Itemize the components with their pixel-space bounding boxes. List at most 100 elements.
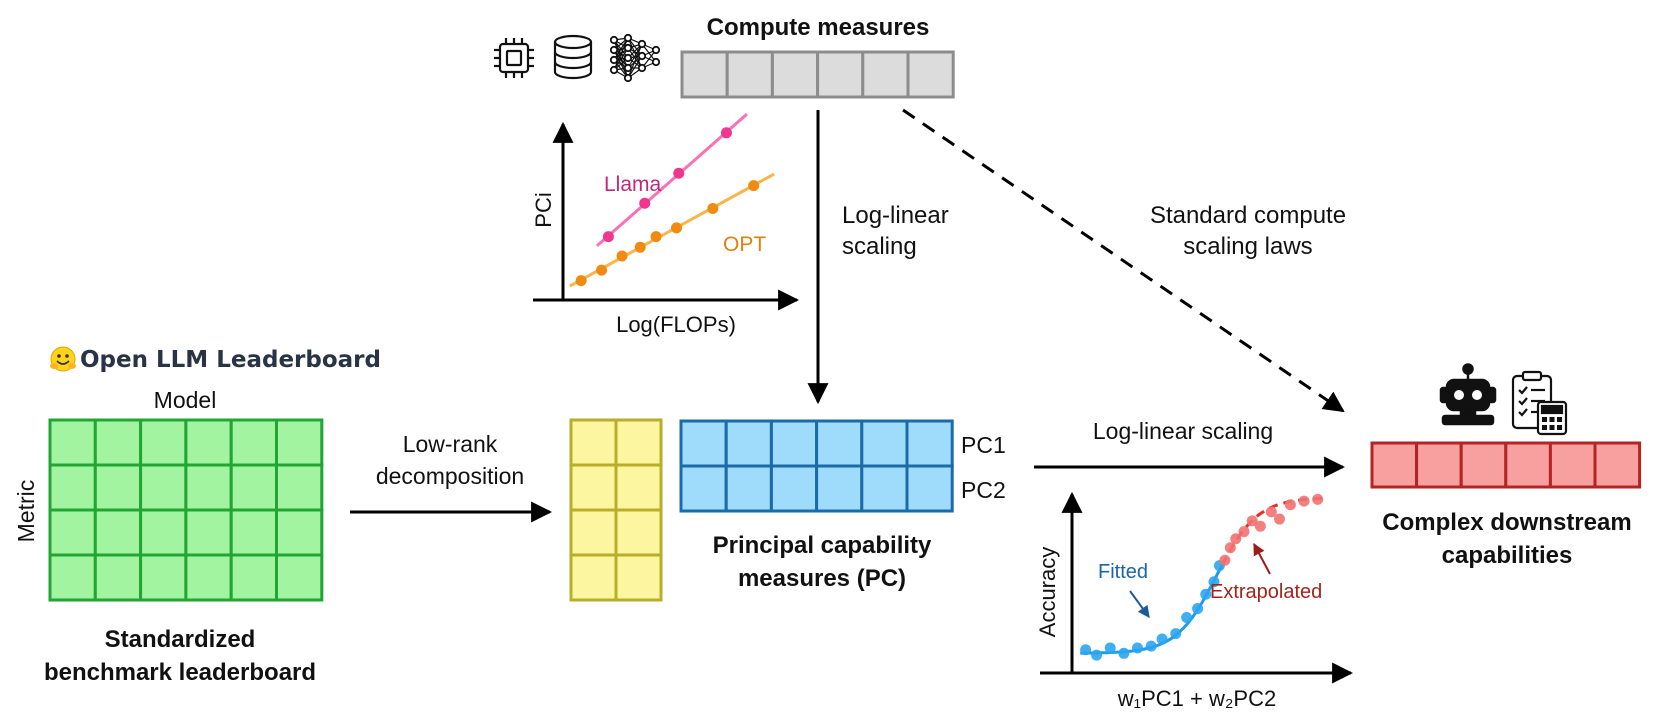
pc-cell xyxy=(724,464,773,513)
leaderboard-brand: Open LLM Leaderboard xyxy=(80,347,381,373)
leaderboard-cell xyxy=(229,553,278,602)
pc-cell xyxy=(679,464,728,513)
chart2-fitted-point xyxy=(1156,633,1168,645)
chart1-legend-llama: Llama xyxy=(604,173,662,196)
compute-bar-cell xyxy=(861,50,910,99)
factor-cell xyxy=(569,553,618,602)
chart2-fitted-point xyxy=(1104,642,1116,654)
leaderboard-cell xyxy=(229,463,278,512)
leaderboard-cell xyxy=(139,553,188,602)
pc-cell xyxy=(815,464,864,513)
chart2-extrapolated-point xyxy=(1284,499,1296,511)
chart2-fitted-point xyxy=(1181,612,1193,624)
chart1-ylabel: PCi xyxy=(531,192,556,227)
leaderboard-cell xyxy=(48,508,97,557)
leaderboard-cell xyxy=(93,508,143,557)
chart1-point xyxy=(707,202,719,214)
log-linear-horizontal-label: Log-linear scaling xyxy=(1093,418,1273,444)
downstream-bar-cell xyxy=(1504,441,1552,489)
leaderboard-cell xyxy=(139,418,188,467)
compute-measures-bar xyxy=(680,50,955,99)
chart1-point xyxy=(634,241,646,253)
downstream-bar-cell xyxy=(1593,441,1642,489)
leaderboard-cell xyxy=(275,553,324,602)
downstream-bar-cell xyxy=(1459,441,1508,489)
chart2-fitted-point xyxy=(1080,644,1092,656)
compute-bar-cell xyxy=(770,50,820,99)
downstream-bar-cell xyxy=(1370,441,1419,489)
leaderboard-caption-line2: benchmark leaderboard xyxy=(44,659,316,686)
accuracy-chart: Accuracy w₁PC1 + w₂PC2 Fitted Extrapolat… xyxy=(1035,491,1354,711)
leaderboard-cell xyxy=(275,418,324,467)
database-icon xyxy=(553,34,593,80)
pc-row-label-2: PC2 xyxy=(961,477,1006,503)
pc-cell xyxy=(769,464,819,513)
chart1-point xyxy=(575,275,587,287)
leaderboard-x-label: Model xyxy=(154,387,217,413)
leaderboard-cell xyxy=(184,463,233,512)
chart2-fitted-point xyxy=(1132,642,1144,654)
leaderboard-cell xyxy=(93,418,143,467)
compute-bar-cell xyxy=(906,50,955,99)
downstream-bar xyxy=(1370,441,1642,489)
leaderboard-cell xyxy=(275,463,324,512)
pc-cell xyxy=(815,419,864,468)
leaderboard-y-label: Metric xyxy=(13,480,39,543)
chart2-ylabel: Accuracy xyxy=(1035,547,1060,637)
chart2-fitted-point xyxy=(1118,647,1130,659)
chart1-point xyxy=(720,127,732,139)
factor-cell xyxy=(614,508,663,557)
pc-cell xyxy=(905,419,954,468)
log-linear-label-line1: Log-linear xyxy=(842,202,949,229)
pc-row-label-1: PC1 xyxy=(961,432,1006,458)
chart2-fitted-point xyxy=(1091,649,1103,661)
chart1-legend-opt: OPT xyxy=(723,233,766,256)
chart2-annotation-extrapolated: Extrapolated xyxy=(1210,581,1322,603)
chart2-extrapolated-point xyxy=(1230,533,1242,545)
pc-caption-line2: measures (PC) xyxy=(738,565,906,592)
compute-bar-cell xyxy=(680,50,729,99)
log-linear-label-line2: scaling xyxy=(842,233,917,260)
chart1-point xyxy=(602,231,614,243)
pc-cell xyxy=(860,464,909,513)
standard-laws-dashed-arrow xyxy=(902,108,1345,413)
low-rank-label-line2: decomposition xyxy=(376,463,524,489)
leaderboard-cell xyxy=(184,508,233,557)
chart2-extrapolated-point xyxy=(1298,495,1310,507)
leaderboard-cell xyxy=(184,418,233,467)
pc-cell xyxy=(905,464,954,513)
chart2-extrapolated-point xyxy=(1273,513,1285,525)
chart1-point xyxy=(616,250,628,262)
downstream-bar-cell xyxy=(1415,441,1463,489)
chart1-point xyxy=(650,231,662,243)
chart2-extrapolated-point xyxy=(1224,542,1236,554)
downstream-caption-line2: capabilities xyxy=(1442,542,1573,569)
factor-cell xyxy=(569,463,618,512)
leaderboard-cell xyxy=(139,463,188,512)
chart2-extrapolated-point xyxy=(1238,526,1250,538)
leaderboard-cell xyxy=(93,463,143,512)
pc-cell xyxy=(679,419,728,468)
factor-cell xyxy=(614,463,663,512)
chart2-fitted-pointer xyxy=(1129,590,1150,618)
leaderboard-cell xyxy=(48,418,97,467)
downstream-caption-line1: Complex downstream xyxy=(1382,509,1631,536)
neural-network-icon xyxy=(609,33,661,83)
factor-cell xyxy=(614,553,663,602)
chart2-xlabel: w₁PC1 + w₂PC2 xyxy=(1117,686,1276,711)
chart1-point xyxy=(596,264,608,276)
chart1-point xyxy=(639,197,651,209)
chart1-xlabel: Log(FLOPs) xyxy=(616,312,736,337)
hugging-face-emoji xyxy=(50,346,76,372)
standard-laws-label-line1: Standard compute xyxy=(1150,202,1346,229)
chart2-fitted-point xyxy=(1200,588,1212,600)
factor-cell xyxy=(614,418,663,467)
chart2-extrapolated-pointer xyxy=(1253,542,1271,575)
leaderboard-cell xyxy=(229,508,278,557)
factor-cell xyxy=(569,508,618,557)
downstream-bar-cell xyxy=(1548,441,1597,489)
chip-icon xyxy=(494,38,534,78)
leaderboard-cell xyxy=(48,463,97,512)
robot-icon xyxy=(1439,363,1497,426)
